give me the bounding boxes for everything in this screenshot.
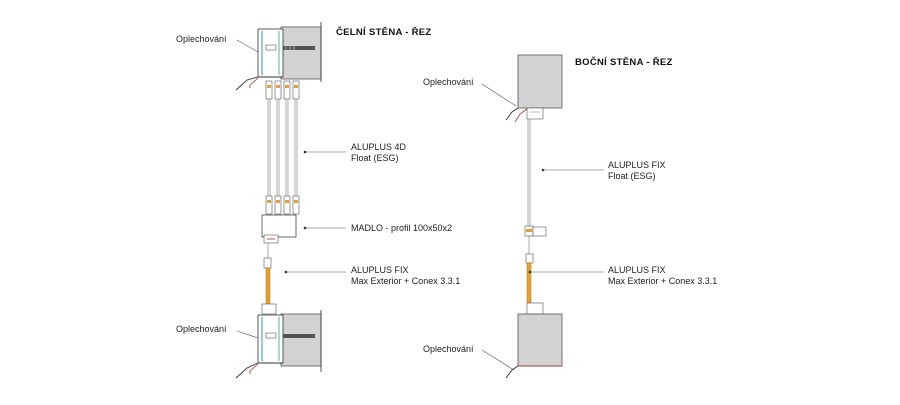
front-top-flashing [235, 76, 283, 91]
side-bottom-flashing [505, 365, 519, 379]
front-glass-panes [267, 99, 298, 196]
front-glass-label-2: Float (ESG) [351, 153, 399, 163]
front-glass-label-1: ALUPLUS 4D [351, 142, 407, 152]
front-upper-clamps [265, 80, 300, 100]
side-leader-dots [528, 168, 545, 274]
side-fix-panel [526, 262, 532, 304]
front-bottom-anchor [283, 334, 315, 338]
side-bottom-slab [517, 313, 563, 367]
front-leader-dots [284, 150, 307, 274]
front-bottom-flashing [235, 362, 283, 379]
front-fix-panel [265, 267, 271, 307]
front-handrail-label: MADLO - profil 100x50x2 [351, 223, 453, 233]
front-handrail [261, 214, 297, 238]
front-bottom-slab [280, 313, 322, 367]
side-flashing-top-label: Oplechování [423, 77, 474, 87]
front-flashing-top-label: Oplechování [176, 34, 227, 44]
front-lower-clamps [265, 195, 300, 215]
front-top-anchor [283, 46, 315, 50]
side-leader-lines [481, 83, 604, 371]
side-top-flashing [505, 107, 519, 121]
side-fix-label-2: Max Exterior + Conex 3.3.1 [608, 276, 718, 286]
front-leader-lines [236, 39, 346, 339]
front-fix-label-1: ALUPLUS FIX [351, 265, 409, 275]
side-glass-label-2: Float (ESG) [608, 171, 656, 181]
side-wall-section [505, 54, 563, 379]
side-wall-title: BOČNÍ STĚNA - ŘEZ [575, 57, 673, 68]
side-glass-label-1: ALUPLUS FIX [608, 160, 666, 170]
side-flashing-bottom-label: Oplechování [423, 344, 474, 354]
front-fix-label-2: Max Exterior + Conex 3.3.1 [351, 276, 461, 286]
side-fix-label-1: ALUPLUS FIX [608, 265, 666, 275]
side-top-slab [517, 54, 563, 109]
front-flashing-bottom-label: Oplechování [176, 324, 227, 334]
front-top-slab [280, 26, 322, 80]
front-wall-section [235, 22, 322, 379]
front-wall-title: ČELNÍ STĚNA - ŘEZ [336, 27, 432, 38]
